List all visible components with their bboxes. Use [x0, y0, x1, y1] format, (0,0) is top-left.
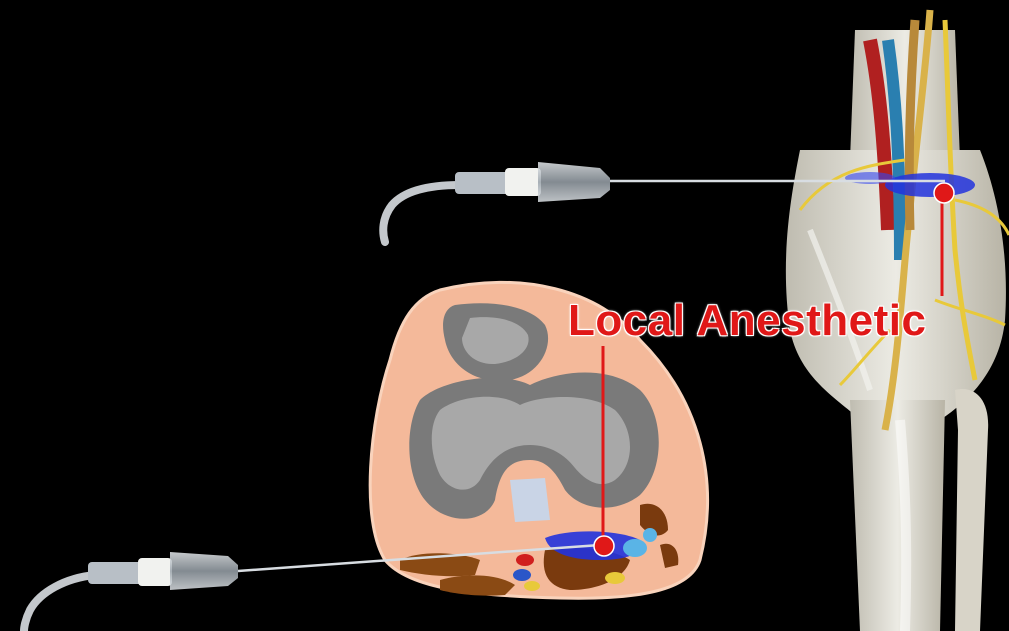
pointer-dot-cross-section [594, 536, 614, 556]
pointer-dot-knee [934, 183, 954, 203]
local-anesthetic-label: Local Anesthetic [568, 296, 926, 346]
